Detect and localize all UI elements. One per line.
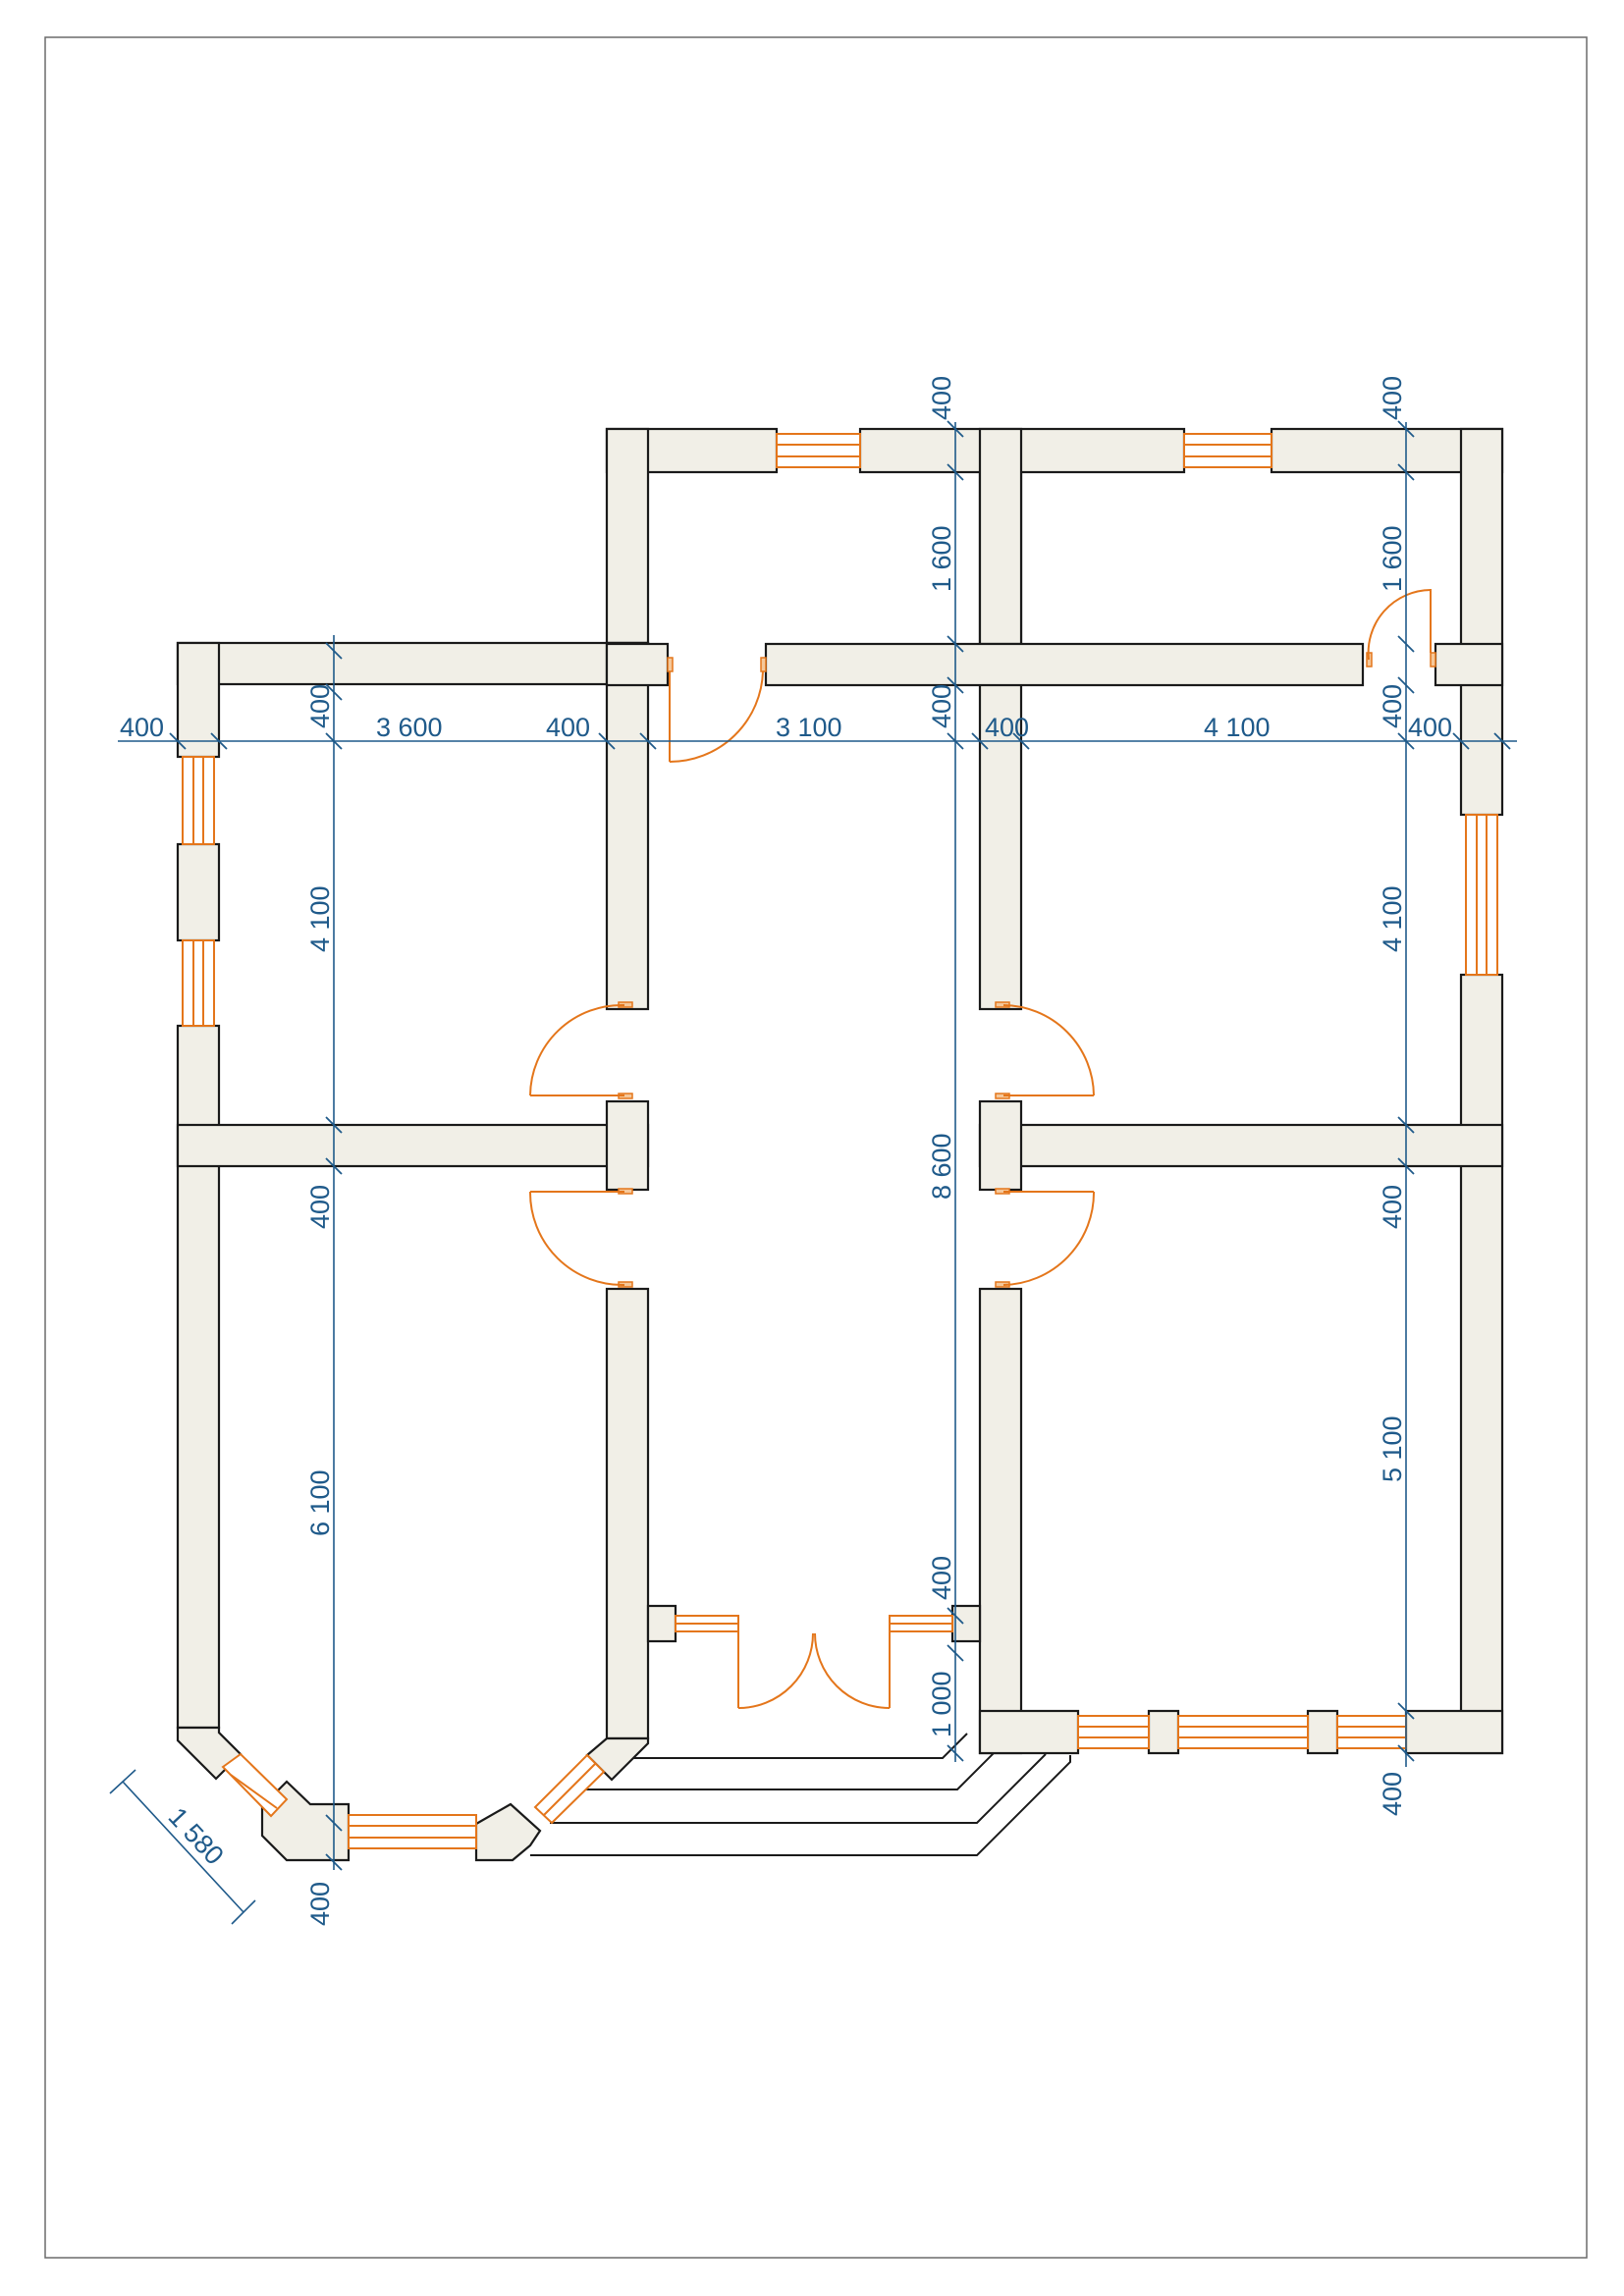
window-bottom-right-2 [1177,1715,1309,1749]
wall-bottom-right-pier-2 [1306,1709,1339,1755]
dim-label-top-400-center: 400 [927,376,956,420]
wall-middle-left-pier [605,1099,650,1192]
wall-front-stub-right [950,1604,982,1643]
dim-ticks-right [1397,420,1415,1762]
dim-label-400-f: 400 [1408,713,1452,742]
wall-bottom-right-b [1404,1709,1504,1755]
dim-label-top-1600-center: 1 600 [927,525,956,592]
dim-label-400-b: 400 [546,713,590,742]
window-bottom-right-3 [1336,1715,1407,1749]
dimension-lines: 400 400 3 600 400 3 100 400 400 4 100 40… [109,376,1517,1926]
wall-hall-left-lower [605,1287,650,1740]
dim-label-left-400: 400 [305,1185,335,1229]
dim-label-center-1000: 1 000 [927,1671,956,1737]
window-top-right [1183,433,1272,468]
dim-label-left-bottom-400: 400 [305,1882,335,1926]
window-bay-right [533,1753,606,1825]
window-bottom-right-1 [1077,1715,1150,1749]
dim-ticks-center [947,420,964,1762]
door-right-room-lower [995,1188,1096,1288]
front-door-sidelight-right [889,1615,953,1632]
wall-middle-left [176,1123,650,1168]
dim-ticks-horizontal [169,732,1511,750]
dim-label-3600: 3 600 [376,713,443,742]
wall-bottom-right-a [978,1709,1080,1755]
window-bay-bottom [348,1814,477,1849]
dim-label-center-400: 400 [927,1556,956,1600]
doors [528,589,1436,1709]
door-left-room-lower [528,1188,633,1288]
windows [182,433,1498,1849]
wall-hall-right-lower [978,1287,1023,1755]
window-bay-left [221,1752,289,1818]
front-double-door [737,1624,891,1709]
wall-front-stub-left [646,1604,677,1643]
dim-label-400-d: 400 [985,713,1029,742]
wall-center-top [978,427,1023,646]
dim-label-4100: 4 100 [1204,713,1271,742]
dim-label-3100: 3 100 [776,713,842,742]
door-right-room-upper [995,1001,1095,1099]
bay-wall-corner-right [474,1802,542,1862]
window-top-left [776,433,861,468]
dim-label-left-4100: 4 100 [305,885,335,952]
wall-bottom-right-pier-1 [1147,1709,1180,1755]
wall-right-upper [1459,427,1504,817]
wall-left-top [176,641,221,759]
dim-label-400-a: 400 [305,684,335,728]
walls [176,427,1504,1862]
dim-label-left-400: 400 [120,713,164,742]
wall-interior-top-row-left [605,642,670,687]
door-hall-top-left [667,657,767,763]
door-top-right [1366,589,1436,667]
window-right [1465,814,1498,976]
dim-label-right-400: 400 [1378,1185,1407,1229]
wall-wing-top [176,641,650,686]
dim-label-right-4100: 4 100 [1378,885,1407,952]
dim-label-400-c: 400 [927,684,956,728]
dim-label-right-bottom-400: 400 [1378,1772,1407,1816]
dim-label-right-5100: 5 100 [1378,1415,1407,1482]
dim-label-top-400-right: 400 [1378,376,1407,420]
wall-left-wing-vertical [605,427,650,645]
front-door-sidelight-left [675,1615,739,1632]
dim-label-400-e: 400 [1378,684,1407,728]
wall-right-lower [1459,973,1504,1755]
dim-label-left-6100: 6 100 [305,1469,335,1536]
dim-ticks-left [325,642,343,1871]
window-left-upper [182,756,215,845]
window-left-lower [182,939,215,1027]
dim-label-center-8600: 8 600 [927,1133,956,1200]
door-left-room-upper [529,1001,633,1099]
wall-interior-top-row-mid [764,642,1365,687]
wall-left-mid [176,842,221,942]
wall-middle-right-pier [978,1099,1023,1192]
dim-label-top-1600-right: 1 600 [1378,525,1407,592]
entrance-steps [530,1733,1071,1856]
wall-middle-right [978,1123,1504,1168]
wall-interior-top-row-right [1434,642,1504,687]
wall-hall-left-upper [605,641,650,1011]
